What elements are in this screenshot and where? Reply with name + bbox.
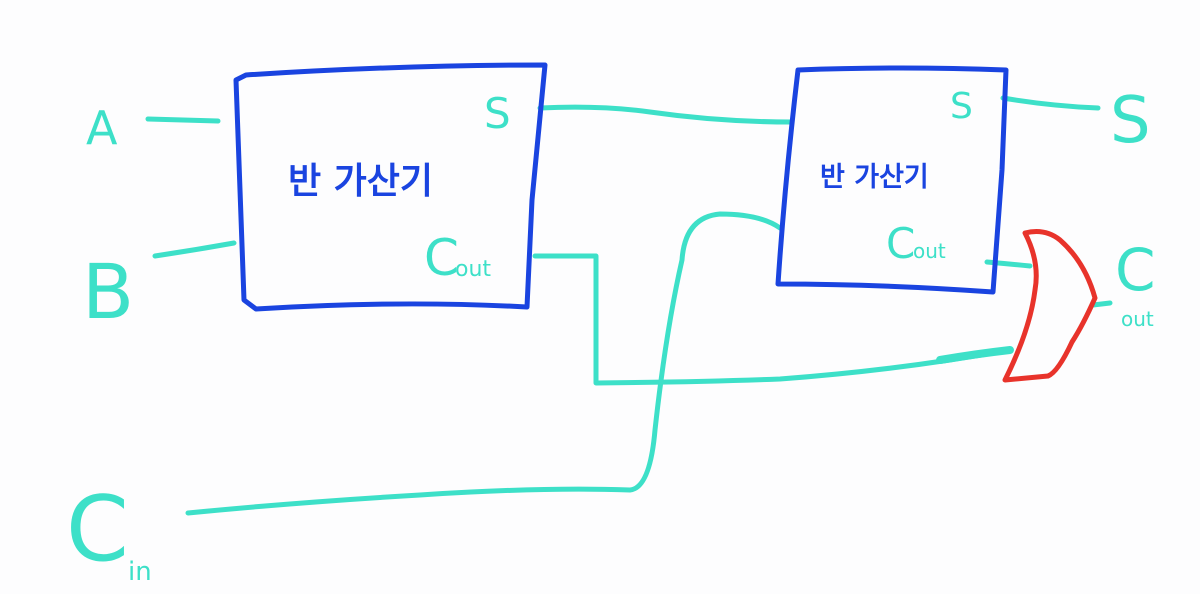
input-b-label: B	[82, 247, 134, 336]
half-adder-1-carry-port: C	[424, 229, 459, 287]
half-adder-2-carry-port-sub: out	[913, 239, 946, 263]
half-adder-2-label: 반 가산기	[820, 162, 929, 193]
wires	[145, 95, 1113, 516]
half-adder-2-sum-port: S	[950, 86, 973, 127]
input-a-label: A	[86, 101, 118, 155]
half-adder-1-carry-port-sub: out	[455, 257, 491, 282]
half-adder-2-carry-port: C	[886, 219, 915, 268]
wire-cin-to-ha2	[185, 211, 783, 516]
wire-ha1-cout-to-or	[532, 253, 1013, 386]
wire-b-to-ha1	[152, 240, 237, 259]
output-s-label: S	[1110, 84, 1151, 158]
or-gate[interactable]	[1002, 229, 1098, 383]
half-adder-2-box	[775, 65, 1009, 295]
input-cin-label: C	[66, 477, 129, 582]
half-adder-1[interactable]: 반 가산기 S C out	[233, 62, 548, 312]
wire-a-to-ha1	[145, 116, 221, 124]
wire-or-to-cout	[1090, 300, 1113, 308]
wire-ha2-s-to-out	[1000, 95, 1101, 111]
wire-ha2-cout-to-or	[984, 259, 1033, 269]
output-cout-sub: out	[1121, 307, 1154, 331]
input-cin-sub: in	[128, 557, 152, 587]
wire-ha1-s-to-ha2	[537, 104, 795, 125]
or-gate-shape	[1002, 229, 1098, 383]
half-adder-1-label: 반 가산기	[288, 161, 433, 202]
output-cout-label: C	[1115, 236, 1156, 304]
half-adder-2[interactable]: 반 가산기 S C out	[775, 65, 1009, 295]
wire-ha1-stub	[936, 346, 1014, 364]
half-adder-1-box	[233, 62, 548, 312]
half-adder-1-sum-port: S	[484, 89, 511, 138]
